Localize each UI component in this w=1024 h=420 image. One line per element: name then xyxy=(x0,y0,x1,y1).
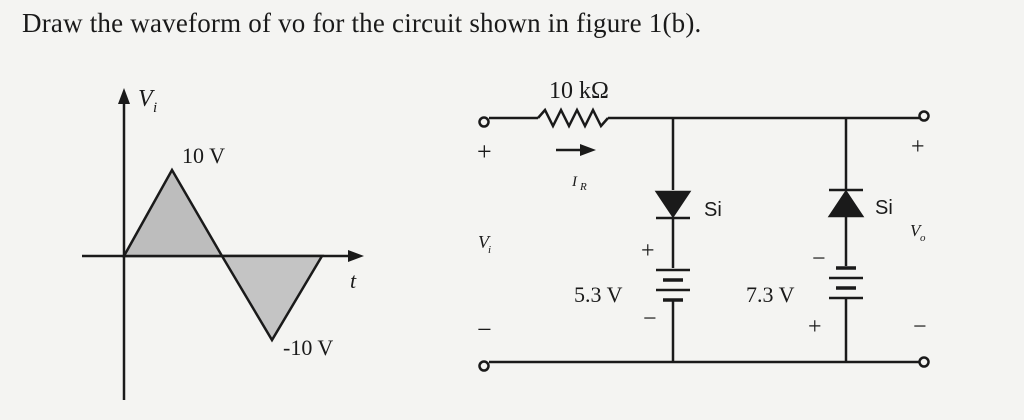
battery1-plus: + xyxy=(641,238,655,264)
positive-half-cycle xyxy=(121,167,225,258)
peak-positive-label: 10 V xyxy=(182,143,225,168)
output-minus: − xyxy=(913,314,927,340)
resistor xyxy=(537,107,609,129)
input-minus: − xyxy=(477,315,492,344)
battery2-label: 7.3 V xyxy=(746,282,795,307)
circuit xyxy=(478,107,930,372)
input-waveform-graph xyxy=(82,88,364,400)
diode1-triangle xyxy=(654,190,692,219)
diode2-triangle xyxy=(827,189,865,218)
output-plus: + xyxy=(911,134,925,160)
time-axis-arrow xyxy=(348,250,364,262)
vi-axis-subscript: i xyxy=(153,100,157,116)
output-terminal-bottom xyxy=(918,356,930,368)
battery1-minus: − xyxy=(643,306,657,332)
diode1-label: Si xyxy=(704,199,722,221)
output-label: V xyxy=(910,221,923,240)
input-terminal-bottom xyxy=(478,360,490,372)
output-subscript: o xyxy=(920,232,926,244)
diode2-label: Si xyxy=(875,197,893,219)
time-axis-label: t xyxy=(350,268,357,293)
peak-negative-label: -10 V xyxy=(283,335,333,360)
battery2-plus: + xyxy=(808,314,822,340)
resistor-label: 10 kΩ xyxy=(549,78,609,104)
battery1-label: 5.3 V xyxy=(574,282,623,307)
input-label: V xyxy=(478,232,491,252)
input-terminal-top xyxy=(478,116,490,128)
current-subscript: R xyxy=(579,181,587,193)
vi-axis-label: V xyxy=(138,86,155,112)
input-plus: + xyxy=(477,137,492,166)
battery2-minus: − xyxy=(812,246,826,272)
current-label: I xyxy=(571,174,578,190)
current-arrow-head xyxy=(580,144,596,156)
input-subscript: i xyxy=(488,244,491,256)
negative-half-cycle xyxy=(219,254,325,343)
vi-axis-arrow xyxy=(118,88,130,104)
question-text: Draw the waveform of vo for the circuit … xyxy=(22,8,702,38)
output-terminal-top xyxy=(918,110,930,122)
